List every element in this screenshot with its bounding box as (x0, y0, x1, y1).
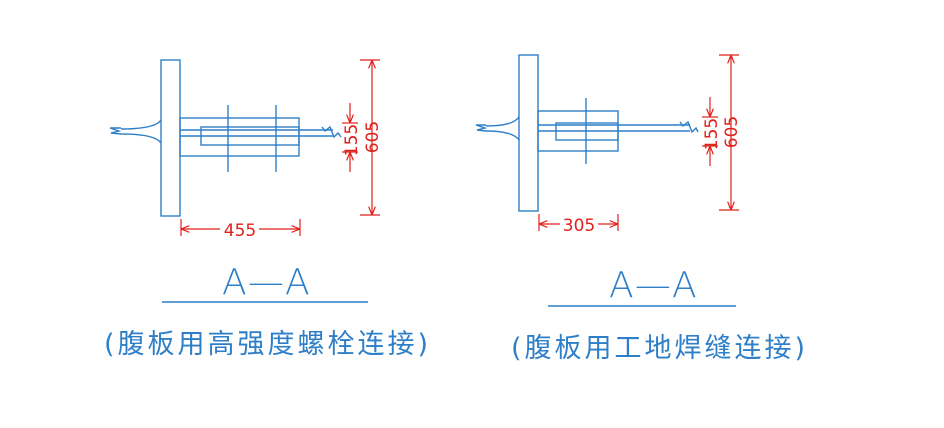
right-beam-stub (485, 116, 520, 141)
left-splice-plate-inner (200, 126, 300, 146)
right-web-break (679, 120, 699, 134)
right-subtitle: (腹板用工地焊缝连接) (511, 333, 809, 364)
left-beam-stub (120, 119, 162, 144)
left-dimensions (180, 59, 380, 236)
right-detail-drawing (475, 54, 699, 212)
left-column-flange (160, 59, 181, 217)
left-dim-455-label: 455 (224, 221, 256, 241)
right-column-flange (518, 54, 539, 212)
left-dim-605-label: 605 (363, 121, 383, 153)
left-break-symbol (109, 127, 122, 135)
right-dim-605-label: 605 (722, 116, 742, 148)
left-subtitle: (腹板用高强度螺栓连接) (104, 329, 432, 360)
right-break-symbol (475, 124, 488, 132)
right-dimensions (538, 54, 739, 231)
left-detail-drawing (109, 59, 342, 217)
left-section-label: A—A (222, 262, 312, 303)
right-splice-plate-inner (555, 122, 619, 141)
left-splice-plate-outer (179, 117, 300, 157)
right-dim-305-label: 305 (563, 216, 595, 236)
left-dim-155-label: 155 (342, 124, 362, 156)
right-section-label: A—A (609, 265, 699, 306)
left-web-break (321, 125, 342, 139)
right-dim-155-label: 155 (702, 118, 722, 150)
